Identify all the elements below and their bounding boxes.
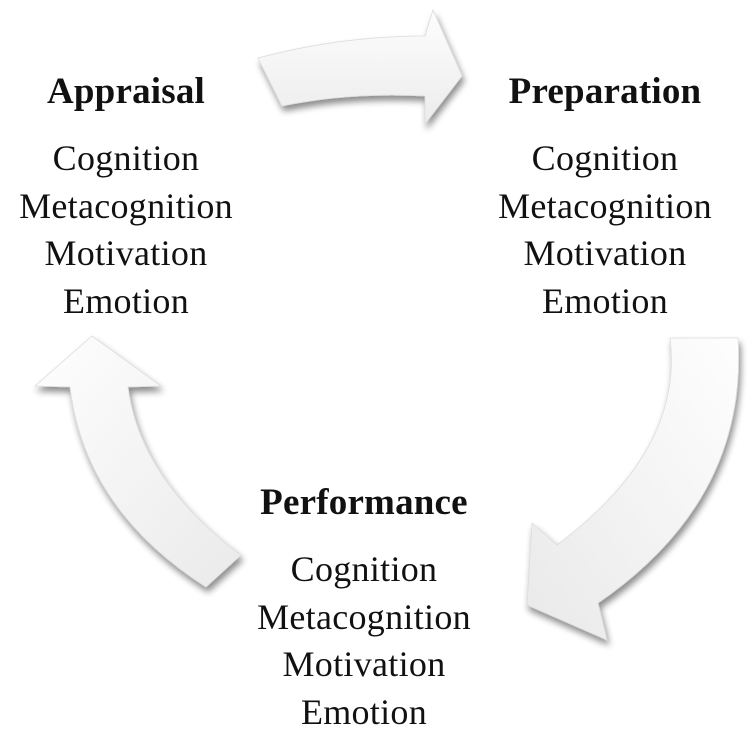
stage-item-emotion: Emotion xyxy=(62,280,190,321)
stage-items-preparation: Cognition Metacognition Motivation Emoti… xyxy=(455,135,750,325)
stage-item-motivation: Motivation xyxy=(282,644,446,684)
curved-arrow-up-icon xyxy=(33,335,242,588)
stage-item-motivation: Motivation xyxy=(523,233,687,273)
stage-item-emotion: Emotion xyxy=(300,691,428,732)
stage-item-motivation: Motivation xyxy=(44,233,208,273)
stage-performance: Performance Cognition Metacognition Moti… xyxy=(214,483,514,736)
stage-item-metacognition: Metacognition xyxy=(19,185,233,226)
stage-title-performance: Performance xyxy=(260,482,468,523)
stage-item-metacognition: Metacognition xyxy=(498,185,712,226)
stage-title-appraisal: Appraisal xyxy=(46,71,206,112)
stage-item-emotion: Emotion xyxy=(541,280,669,321)
stage-appraisal: Appraisal Cognition Metacognition Motiva… xyxy=(0,72,276,325)
curved-arrow-right-icon xyxy=(257,8,463,126)
curved-arrow-down-left-icon xyxy=(526,337,740,641)
stage-items-performance: Cognition Metacognition Motivation Emoti… xyxy=(214,546,514,736)
stage-item-metacognition: Metacognition xyxy=(257,596,471,637)
stage-item-cognition: Cognition xyxy=(290,549,438,589)
stage-preparation: Preparation Cognition Metacognition Moti… xyxy=(455,72,750,325)
stage-item-cognition: Cognition xyxy=(52,138,200,178)
stage-items-appraisal: Cognition Metacognition Motivation Emoti… xyxy=(0,135,276,325)
stage-title-preparation: Preparation xyxy=(508,71,702,112)
stage-item-cognition: Cognition xyxy=(531,138,679,178)
